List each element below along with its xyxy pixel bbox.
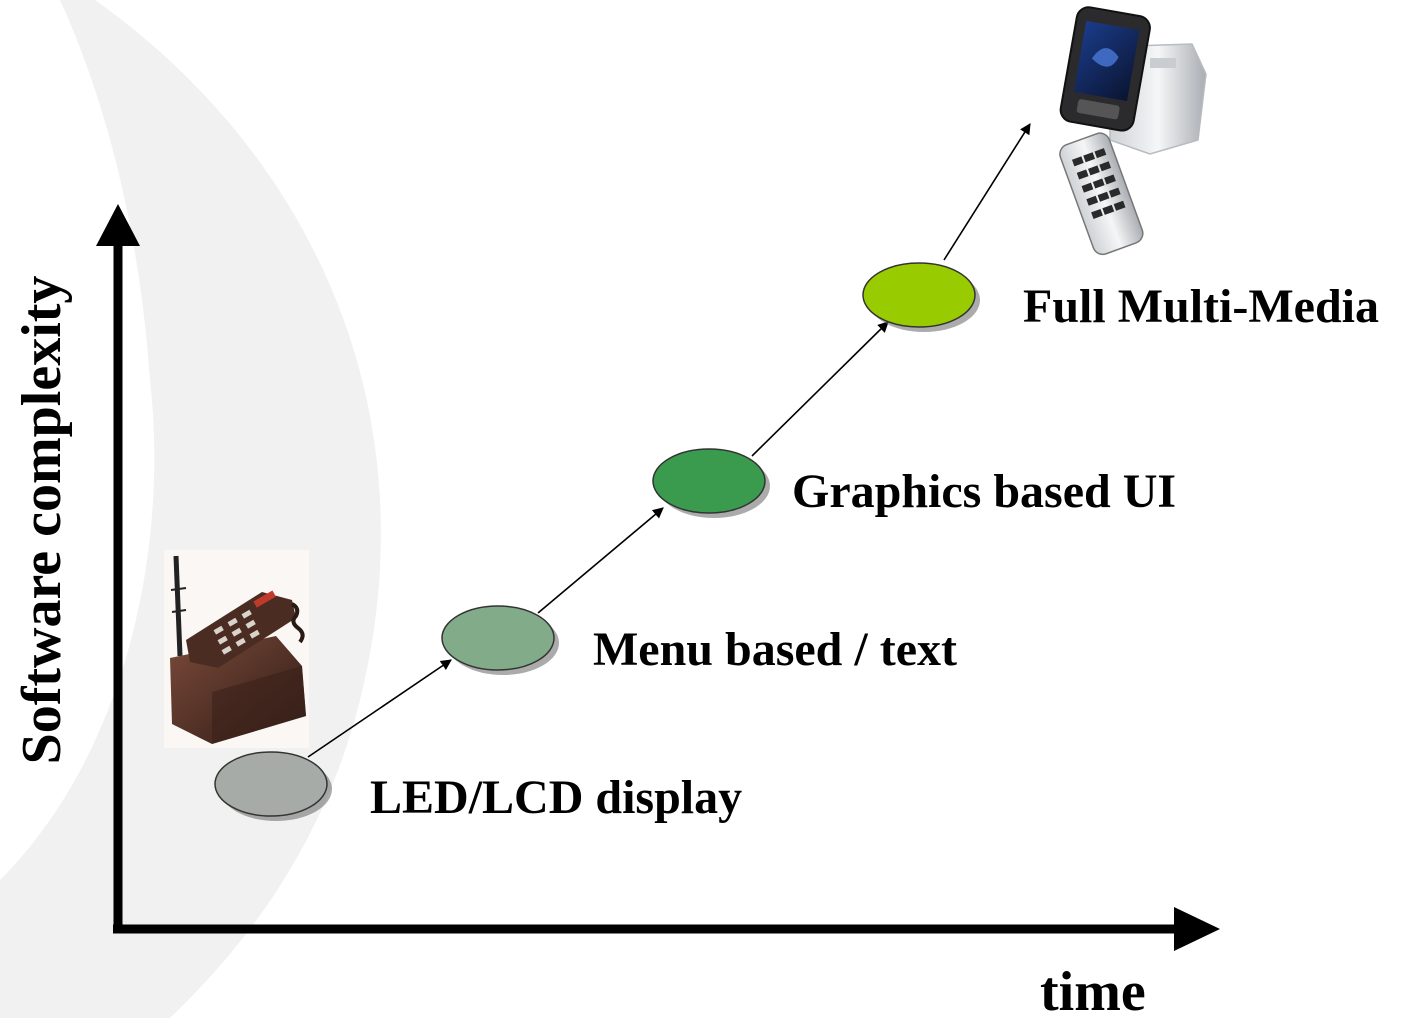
connector-arrows <box>307 123 1031 758</box>
stage-graphics <box>652 448 770 518</box>
stage-graphics-ellipse <box>652 448 766 514</box>
stage-led <box>214 751 332 821</box>
stage-graphics-label: Graphics based UI <box>792 465 1177 518</box>
y-axis <box>96 204 140 933</box>
stage-menu <box>441 605 559 675</box>
brick-car-phone-icon <box>164 550 309 748</box>
arrow-full-to-phone <box>943 123 1031 261</box>
arrow-menu-to-graphics <box>537 507 664 614</box>
stage-full <box>862 262 980 332</box>
x-axis-label: time <box>1040 961 1146 1023</box>
modern-phone-icon <box>1059 6 1207 256</box>
stage-menu-ellipse <box>441 605 555 671</box>
x-axis <box>113 907 1220 951</box>
stage-full-ellipse <box>862 262 976 328</box>
stage-led-ellipse <box>214 751 328 817</box>
arrow-graphics-to-full <box>751 321 889 457</box>
arrow-led-to-menu <box>307 659 452 758</box>
stage-full-label: Full Multi-Media <box>1023 280 1379 333</box>
stage-led-label: LED/LCD display <box>370 771 743 824</box>
y-axis-label: Software complexity <box>11 275 73 765</box>
stage-menu-label: Menu based / text <box>593 623 957 676</box>
